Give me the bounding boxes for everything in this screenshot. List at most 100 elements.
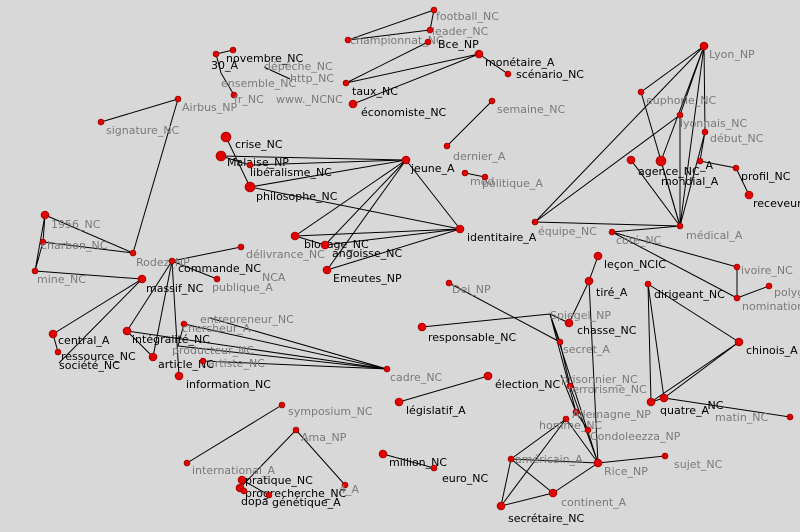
node-marker[interactable] [562,415,570,423]
node-emeutes[interactable]: Emeutes_NP [322,265,402,285]
node-marker[interactable] [661,452,669,460]
node-marker[interactable] [701,128,709,136]
node-blocage[interactable]: blocage_NC [290,231,369,251]
node-profil[interactable]: profil_NC [732,164,791,183]
node-marker[interactable] [348,99,358,109]
node-n30[interactable]: 30_A [211,50,238,72]
node-integralite[interactable]: intégralité_NC [122,326,210,346]
node-terrorisme[interactable]: terrorisme_NC [566,382,647,396]
node-marker[interactable] [213,275,221,283]
node-marker[interactable] [626,155,636,165]
node-marker[interactable] [461,169,469,177]
node-publique[interactable]: publique_A [212,275,273,294]
node-marker[interactable] [786,413,794,421]
node-marker[interactable] [699,41,709,51]
node-marker[interactable] [174,371,184,381]
node-marker[interactable] [174,95,182,103]
node-equipe[interactable]: équipe_NC [531,218,597,238]
node-ivoire[interactable]: ivoire_NC [733,263,793,277]
node-bce[interactable]: Bce_NP [424,38,479,51]
node-philosophe[interactable]: philosophe_NC [244,181,338,203]
node-marker[interactable] [593,458,603,468]
node-marker[interactable] [417,322,427,332]
node-euphorie[interactable]: euphorie_NC [637,88,716,107]
node-monetaire[interactable]: monétaire_A [474,49,555,69]
node-marker[interactable] [292,426,300,434]
node-condoleezza[interactable]: Condoleezza_NP [584,426,681,443]
node-marker[interactable] [733,294,741,302]
node-marker[interactable] [584,426,592,434]
node-genetique[interactable]: génétique_A [265,491,341,509]
node-liberalisme[interactable]: libéralisme_NC [246,161,332,179]
node-marker[interactable] [183,459,191,467]
node-delivrance[interactable]: délivrance_NC [237,243,325,261]
node-marker[interactable] [401,155,411,165]
node-euro[interactable]: euro_NC [430,464,488,485]
node-crise[interactable]: crise_NC [220,131,283,151]
node-international[interactable]: international_A [183,459,276,477]
node-producteur[interactable]: producteur_NC [172,344,254,357]
node-marker[interactable] [646,397,656,407]
node-marker[interactable] [246,161,254,169]
node-marker[interactable] [265,491,273,499]
node-leader[interactable]: leader_NC [426,25,489,38]
node-secret[interactable]: secret_A [556,338,610,356]
node-marker[interactable] [278,401,286,409]
node-marker[interactable] [290,231,300,241]
node-marker[interactable] [424,38,432,46]
node-marker[interactable] [39,238,47,246]
node-marker[interactable] [504,70,512,78]
node-cadre[interactable]: cadre_NC [383,365,443,384]
node-chercheur[interactable]: chercheur_A [180,320,251,335]
node-marker[interactable] [212,50,220,58]
node-championnat[interactable]: championnat_NC [344,34,444,47]
node-marker[interactable] [430,464,438,472]
node-marker[interactable] [230,91,238,99]
node-marker[interactable] [383,365,391,373]
node-marker[interactable] [426,26,434,34]
node-malaise[interactable]: Malaise_NP [215,150,289,169]
node-mine[interactable]: mine_NC [31,267,86,286]
node-lecon[interactable]: leçon_NCIC [593,251,666,271]
node-jeune[interactable]: jeune_A [401,155,455,175]
node-nA[interactable]: _A [696,157,714,172]
node-chasse[interactable]: chasse_NC [564,318,637,337]
node-marker[interactable] [122,326,132,336]
node-marker[interactable] [445,279,453,287]
node-marker[interactable] [564,318,574,328]
node-pratique[interactable]: pratique_NC [237,474,313,487]
node-legislatif[interactable]: législatif_A [394,397,466,417]
node-responsable[interactable]: responsable_NC [417,322,516,344]
node-marker[interactable] [168,257,176,265]
node-marker[interactable] [572,408,580,416]
node-marker[interactable] [320,240,330,250]
node-novembre[interactable]: novembre_NC [226,46,303,65]
node-http[interactable]: http_NC [290,72,334,85]
node-semaine[interactable]: semaine_NC [488,97,565,116]
node-marker[interactable] [488,97,496,105]
node-debut[interactable]: début_NC [701,128,764,145]
node-lyonnais[interactable]: lyonnais_NC [676,111,747,130]
node-marker[interactable] [566,382,574,390]
node-fr[interactable]: fr_NC [230,91,264,106]
node-commande[interactable]: commande_NC [168,257,261,275]
node-marker[interactable] [240,487,248,495]
node-million[interactable]: million_NC [378,449,447,469]
node-rice[interactable]: Rice_NP [593,458,648,478]
node-massif[interactable]: massif_NC [137,274,204,295]
node-marker[interactable] [608,228,616,236]
node-marker[interactable] [474,49,484,59]
node-societe[interactable]: société_NC [59,359,120,372]
node-marker[interactable] [344,36,352,44]
node-dirigeant[interactable]: dirigeant_NC [644,280,725,301]
node-marker[interactable] [496,501,506,511]
node-marker[interactable] [54,348,62,356]
node-cote[interactable]: côté_NC [608,228,662,247]
node-charbon[interactable]: charbon_NC [39,238,108,252]
node-artiste[interactable]: artiste_NC [199,357,265,370]
node-taux[interactable]: taux_NC [342,79,398,98]
node-marker[interactable] [97,118,105,126]
node-ensemble[interactable]: ensemble_NC [221,77,296,90]
node-ncA[interactable]: NCA [262,271,286,284]
node-marker[interactable] [180,320,188,328]
